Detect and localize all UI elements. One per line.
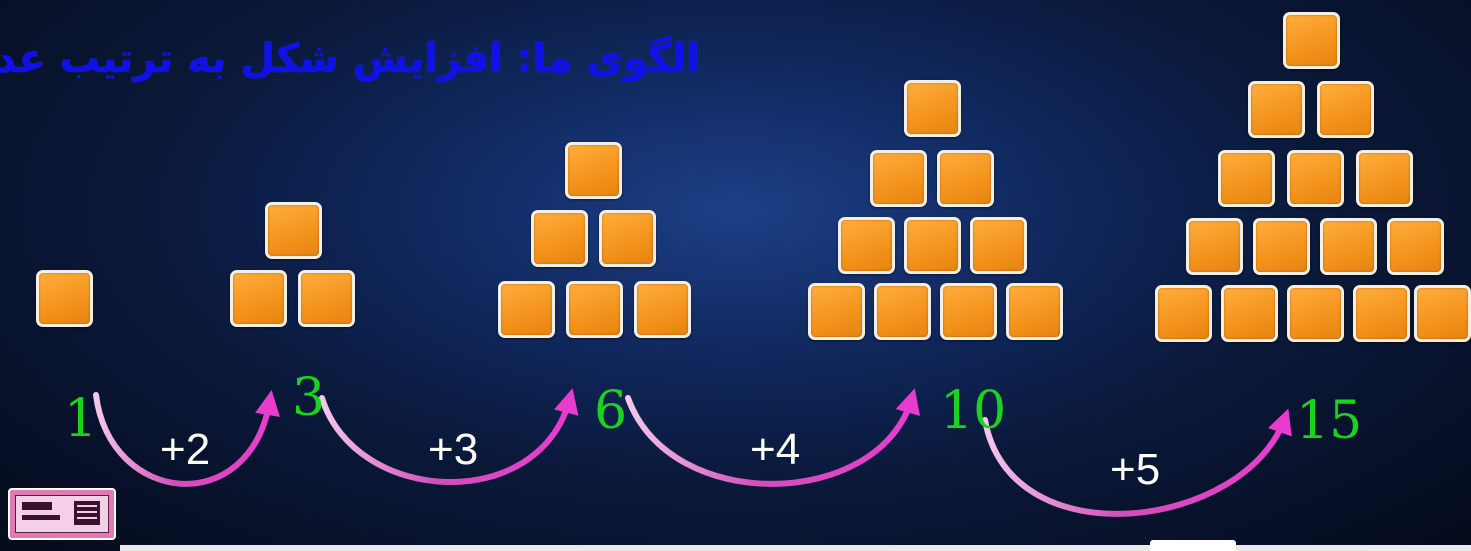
- block: [1253, 218, 1310, 275]
- block: [808, 283, 865, 340]
- block: [970, 217, 1027, 274]
- block: [1287, 285, 1344, 342]
- block: [36, 270, 93, 327]
- block: [1283, 12, 1340, 69]
- block: [940, 283, 997, 340]
- block: [1186, 218, 1243, 275]
- block: [599, 210, 656, 267]
- increment-label: +2: [160, 425, 211, 474]
- block: [1320, 218, 1377, 275]
- bottom-bar: [120, 545, 1471, 551]
- stage-total-5: 15: [1296, 391, 1363, 451]
- stage-total-3: 6: [594, 381, 628, 441]
- block: [265, 202, 322, 259]
- block: [838, 217, 895, 274]
- block: [904, 217, 961, 274]
- block: [1287, 150, 1344, 207]
- block: [565, 142, 622, 199]
- arrow-icon: [93, 390, 280, 487]
- block: [1218, 150, 1275, 207]
- block: [566, 281, 623, 338]
- block: [1317, 81, 1374, 138]
- block: [1006, 283, 1063, 340]
- block: [531, 210, 588, 267]
- block: [1248, 81, 1305, 138]
- arrow-icon: [625, 388, 920, 487]
- increment-label: +3: [428, 425, 479, 474]
- block: [1353, 285, 1410, 342]
- block: [1387, 218, 1444, 275]
- logo-icon: [8, 488, 116, 540]
- block: [634, 281, 691, 338]
- stage-total-4: 10: [940, 381, 1007, 441]
- stage-total-1: 1: [64, 389, 98, 449]
- bottom-tab: [1150, 540, 1236, 551]
- block: [1155, 285, 1212, 342]
- stage-total-2: 3: [292, 368, 326, 428]
- block: [937, 150, 994, 207]
- block: [870, 150, 927, 207]
- block: [230, 270, 287, 327]
- block: [298, 270, 355, 327]
- block: [1414, 285, 1471, 342]
- block: [1356, 150, 1413, 207]
- block: [904, 80, 961, 137]
- arrow-icon: [982, 408, 1292, 517]
- block: [874, 283, 931, 340]
- block: [498, 281, 555, 338]
- increment-label: +4: [750, 425, 801, 474]
- arrow-icon: [319, 388, 579, 485]
- page-title: الگوی ما: افزایش شکل به ترتیب عدد: [0, 36, 700, 82]
- block: [1221, 285, 1278, 342]
- increment-label: +5: [1110, 445, 1161, 494]
